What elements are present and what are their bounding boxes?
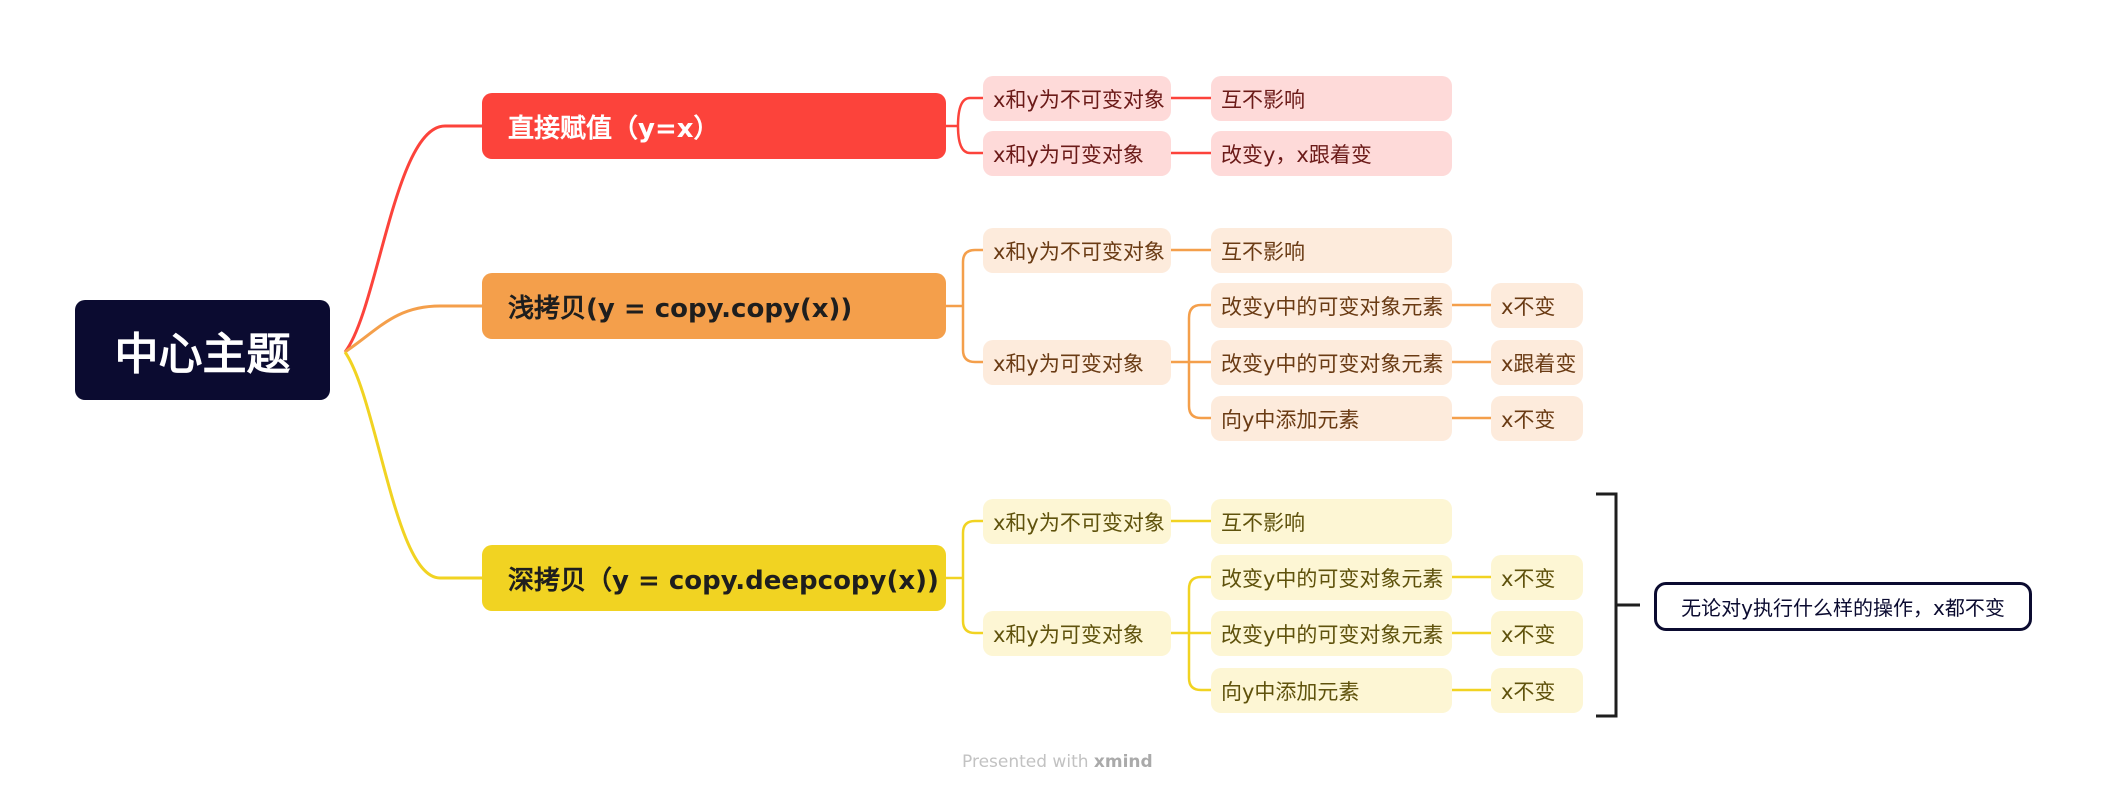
result-label: x不变 — [1501, 566, 1556, 591]
link-root-orange — [344, 304, 482, 354]
result-topic[interactable]: x不变 — [1491, 668, 1583, 713]
leaf-label: 互不影响 — [1221, 87, 1305, 112]
result-label: x不变 — [1501, 679, 1556, 704]
branch-shallow-copy[interactable]: 浅拷贝(y = copy.copy(x)) — [482, 273, 946, 339]
leaf-result[interactable]: 互不影响 — [1211, 228, 1452, 273]
leaf-result[interactable]: 改变y，x跟着变 — [1211, 131, 1452, 176]
leaf-label: 互不影响 — [1221, 510, 1305, 535]
subtopic-label: x和y为可变对象 — [993, 351, 1144, 376]
operation-topic[interactable]: 改变y中的可变对象元素 — [1211, 283, 1452, 328]
subtopic-mutable[interactable]: x和y为可变对象 — [983, 611, 1171, 656]
operation-label: 改变y中的可变对象元素 — [1221, 622, 1444, 647]
operation-topic[interactable]: 向y中添加元素 — [1211, 668, 1452, 713]
subtopic-label: x和y为不可变对象 — [993, 239, 1165, 264]
operation-label: 改变y中的可变对象元素 — [1221, 566, 1444, 591]
branch-label: 浅拷贝(y = copy.copy(x)) — [508, 293, 853, 324]
result-label: x不变 — [1501, 407, 1556, 432]
operation-topic[interactable]: 改变y中的可变对象元素 — [1211, 611, 1452, 656]
summary-topic[interactable]: 无论对y执行什么样的操作，x都不变 — [1654, 582, 2032, 631]
operation-topic[interactable]: 改变y中的可变对象元素 — [1211, 555, 1452, 600]
summary-label: 无论对y执行什么样的操作，x都不变 — [1681, 596, 2005, 620]
leaf-result[interactable]: 互不影响 — [1211, 499, 1452, 544]
branch-deep-copy[interactable]: 深拷贝（y = copy.deepcopy(x)) — [482, 545, 946, 611]
result-label: x不变 — [1501, 294, 1556, 319]
result-label: x不变 — [1501, 622, 1556, 647]
leaf-label: 改变y，x跟着变 — [1221, 142, 1372, 167]
branch-direct-assignment[interactable]: 直接赋值（y=x） — [482, 93, 946, 159]
subtopic-immutable[interactable]: x和y为不可变对象 — [983, 499, 1171, 544]
result-topic[interactable]: x跟着变 — [1491, 340, 1583, 385]
leaf-result[interactable]: 互不影响 — [1211, 76, 1452, 121]
branch-label: 直接赋值（y=x） — [508, 113, 720, 144]
operation-label: 向y中添加元素 — [1221, 679, 1360, 704]
subtopic-mutable[interactable]: x和y为可变对象 — [983, 340, 1171, 385]
summary-bracket — [1596, 492, 1640, 718]
xmind-logo-text: xmind — [1093, 752, 1153, 772]
result-topic[interactable]: x不变 — [1491, 611, 1583, 656]
subtopic-label: x和y为不可变对象 — [993, 87, 1165, 112]
subtopic-label: x和y为可变对象 — [993, 622, 1144, 647]
operation-label: 改变y中的可变对象元素 — [1221, 294, 1444, 319]
subtopic-immutable[interactable]: x和y为不可变对象 — [983, 76, 1171, 121]
operation-label: 向y中添加元素 — [1221, 407, 1360, 432]
link-root-yellow — [343, 351, 482, 580]
operation-topic[interactable]: 向y中添加元素 — [1211, 396, 1452, 441]
central-topic[interactable]: 中心主题 — [75, 300, 330, 400]
leaf-label: 互不影响 — [1221, 239, 1305, 264]
central-topic-label: 中心主题 — [114, 329, 291, 380]
subtopic-label: x和y为不可变对象 — [993, 510, 1165, 535]
result-label: x跟着变 — [1501, 351, 1577, 376]
operation-label: 改变y中的可变对象元素 — [1221, 351, 1444, 376]
operation-topic[interactable]: 改变y中的可变对象元素 — [1211, 340, 1452, 385]
result-topic[interactable]: x不变 — [1491, 555, 1583, 600]
link-root-red — [343, 124, 482, 353]
branch-label: 深拷贝（y = copy.deepcopy(x)) — [508, 565, 939, 596]
footer-prefix: Presented with — [962, 752, 1089, 772]
subtopic-mutable[interactable]: x和y为可变对象 — [983, 131, 1171, 176]
subtopic-immutable[interactable]: x和y为不可变对象 — [983, 228, 1171, 273]
result-topic[interactable]: x不变 — [1491, 396, 1583, 441]
presented-with-footer: Presented with xmind — [962, 752, 1153, 772]
result-topic[interactable]: x不变 — [1491, 283, 1583, 328]
subtopic-label: x和y为可变对象 — [993, 142, 1144, 167]
